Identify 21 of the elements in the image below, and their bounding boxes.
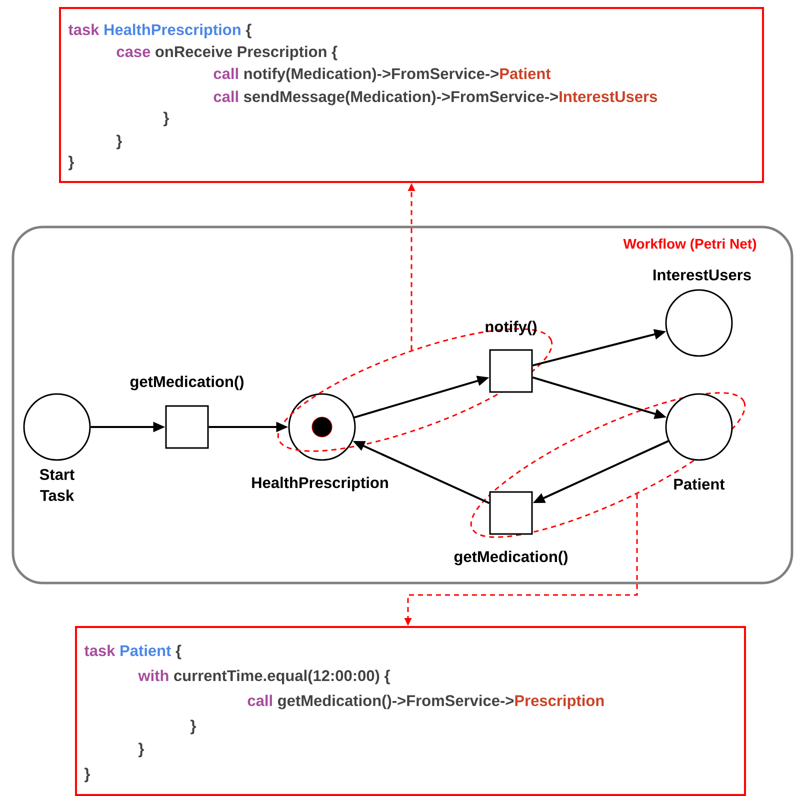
code-line: task Patient { xyxy=(84,644,182,660)
code-line: } xyxy=(116,134,122,150)
place-label: Patient xyxy=(674,478,725,490)
transition-label: getMedication() xyxy=(130,376,244,390)
code-line: call notify(Medication)->FromService->Patient xyxy=(214,68,551,82)
code-line: case onReceive Prescription { xyxy=(116,46,338,60)
code-line: } xyxy=(164,112,169,126)
place-label: Start Task xyxy=(40,469,74,501)
place-label: InterestUsers xyxy=(654,270,751,280)
code-line: task HealthPrescription { xyxy=(68,24,252,38)
code-line: call getMedication()->FromService->Prescription xyxy=(248,694,604,710)
transition-label: notify() xyxy=(486,320,536,336)
code-line: call sendMessage(Medication)->FromService->InterestUsers xyxy=(214,90,658,106)
code-line: with currentTime.equal(12:00:00) { xyxy=(138,670,390,684)
code-line: } xyxy=(68,156,74,170)
code-line: } xyxy=(84,768,90,782)
panel-title: Workflow (Petri Net) xyxy=(623,238,756,252)
transition-label: getMedication() xyxy=(454,550,568,566)
code-line: } xyxy=(190,720,196,734)
place-label: HealthPrescription xyxy=(252,476,388,492)
code-line: } xyxy=(138,742,144,758)
